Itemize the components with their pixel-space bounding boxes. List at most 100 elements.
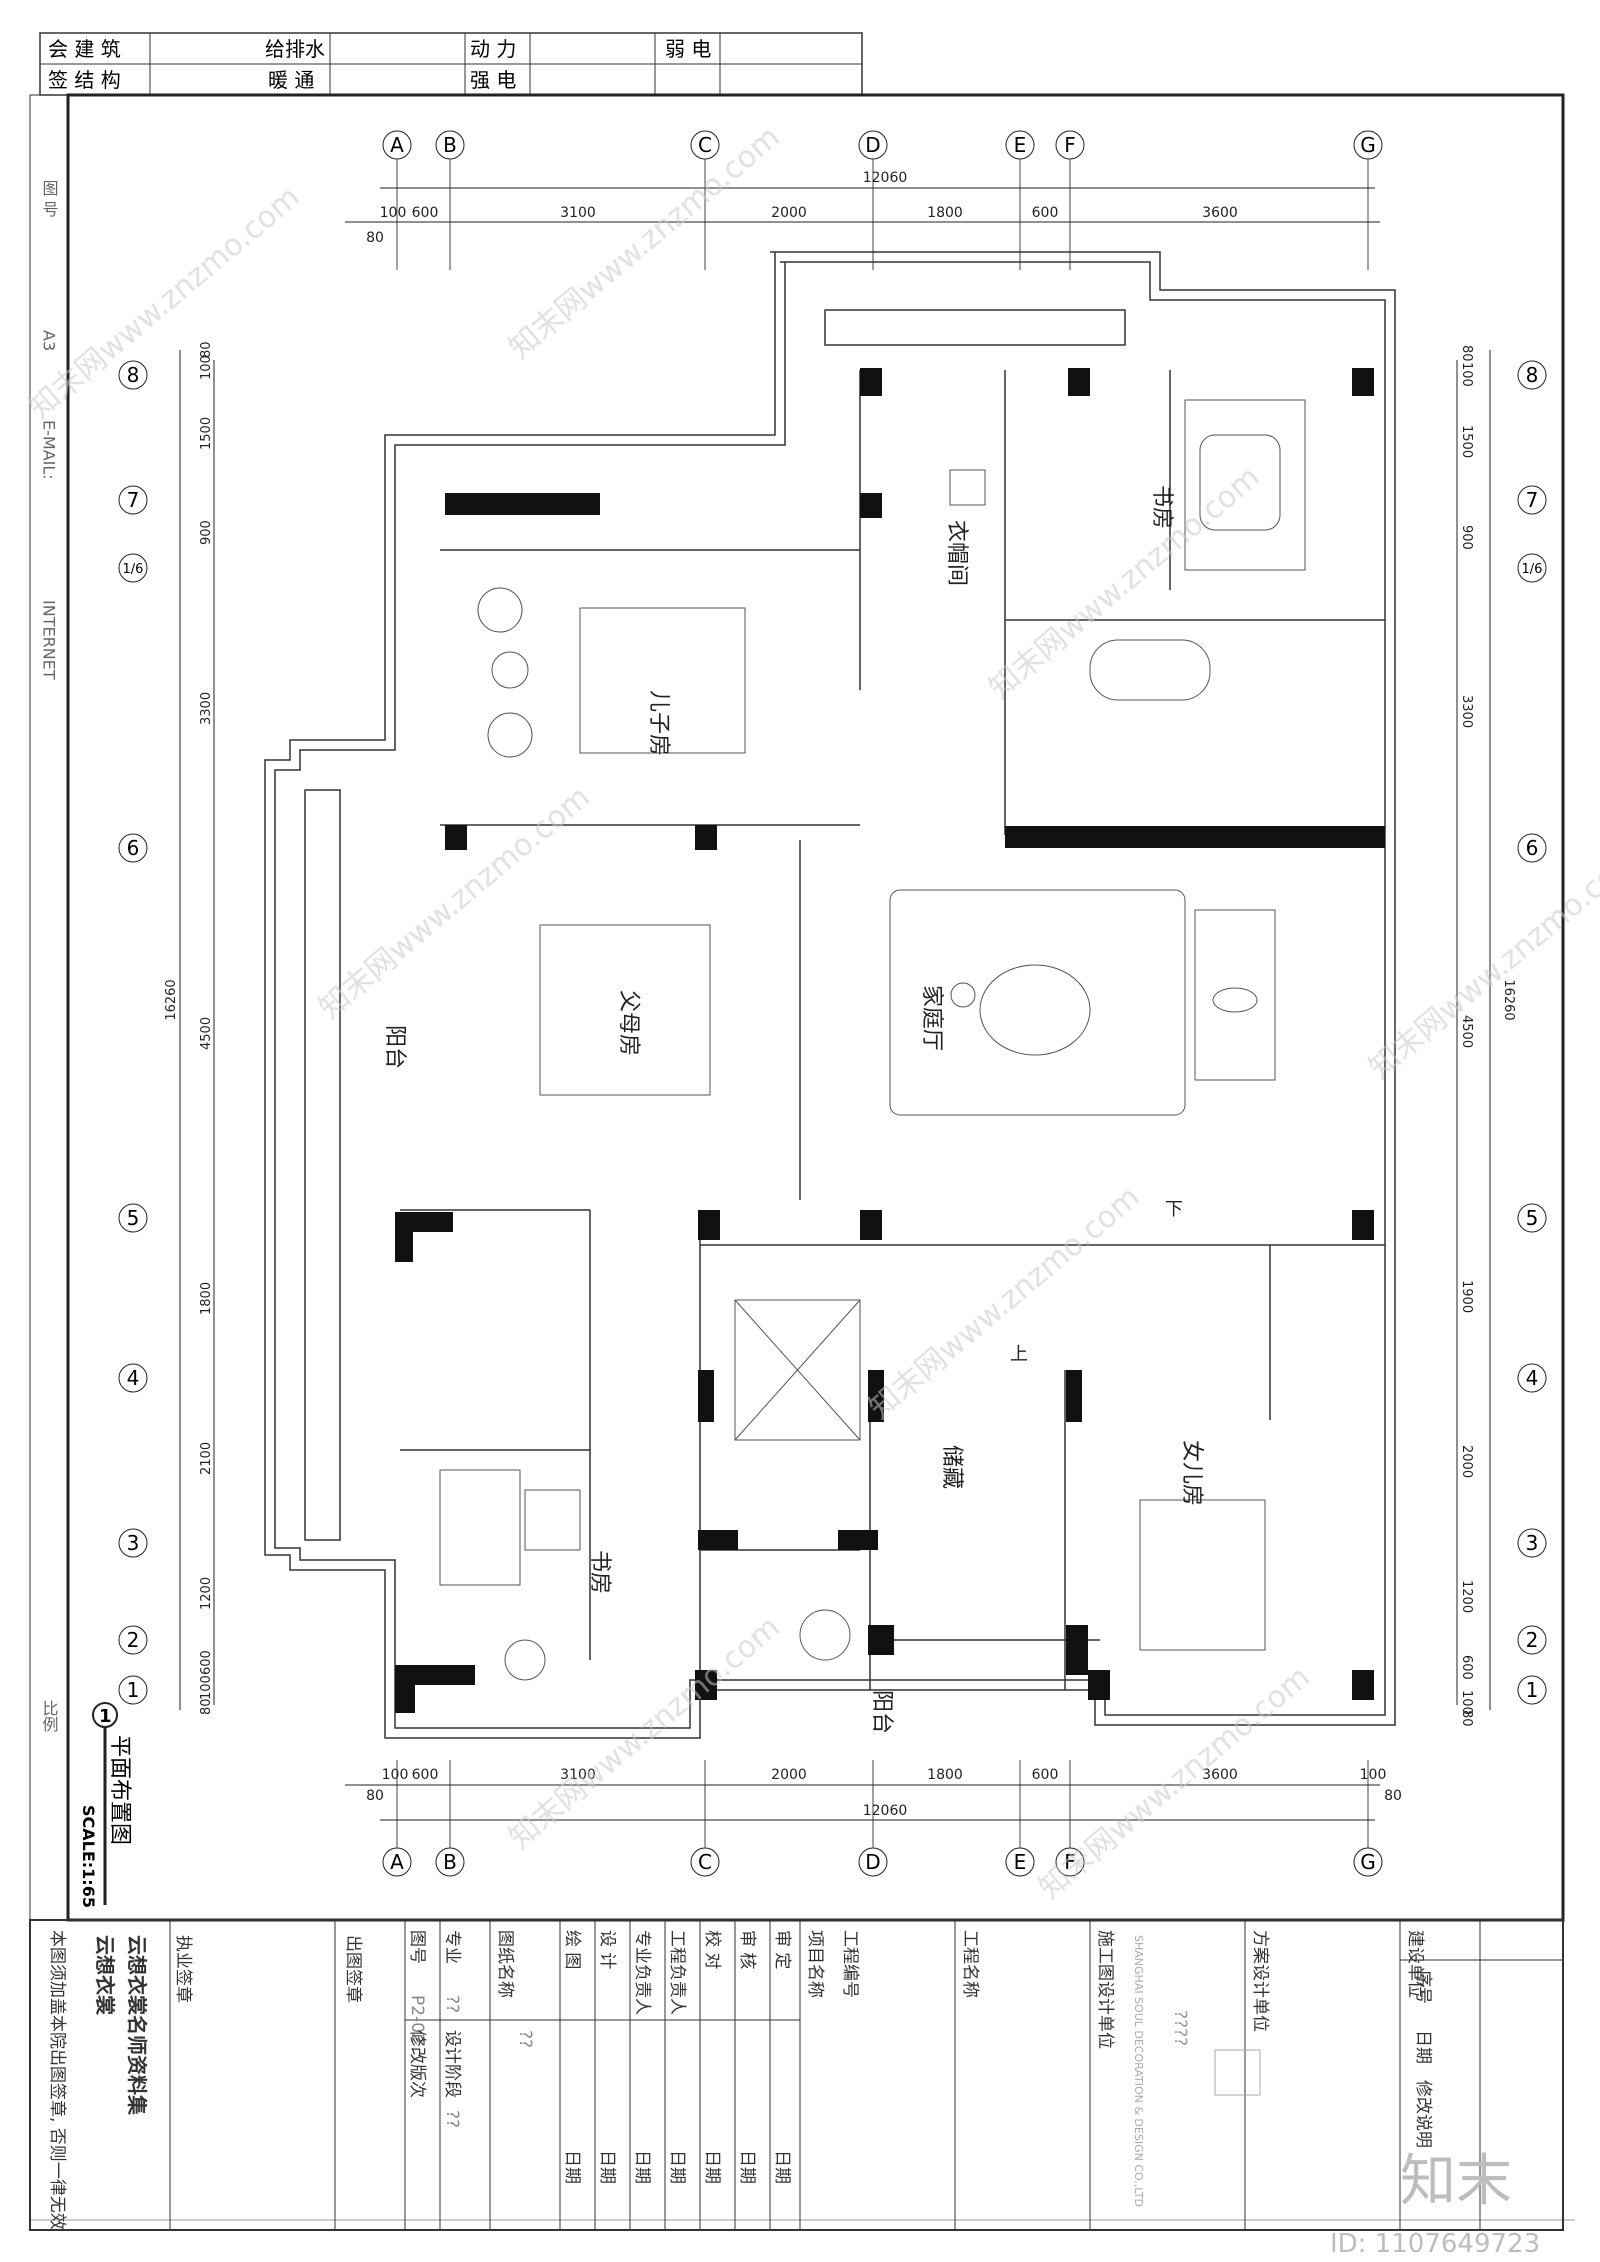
room-daughter: 女儿房	[1179, 1440, 1204, 1506]
date-3: 日期	[632, 2150, 652, 2184]
axis-bottom-F: F	[1064, 1850, 1076, 1874]
license-label: 执业签章	[173, 1935, 193, 2003]
signoff-plumbing: 给排水	[265, 37, 325, 61]
sheet-name-value: ??	[515, 2030, 535, 2048]
seq-date: 日期	[1413, 2030, 1433, 2064]
date-1: 日期	[562, 2150, 582, 2184]
dim-bot-80r: 80	[1384, 1788, 1402, 1804]
axis-bottom-E: E	[1014, 1850, 1027, 1874]
dims-left: 16260 80 100 1500 900 3300 4500 1800 210…	[164, 341, 215, 1715]
dim-right-overall: 16260	[1501, 979, 1516, 1020]
dim-left-80b: 80	[199, 1698, 214, 1715]
title-index: 1	[99, 1706, 112, 1727]
dim-bot-600: 600	[412, 1767, 439, 1783]
dim-left-80: 80	[199, 341, 214, 358]
strip-internet: INTERNET	[40, 600, 59, 680]
watermark-brand: 知末	[1400, 2149, 1512, 2214]
room-balcony-bottom: 阳台	[869, 1690, 894, 1734]
design-label: 设 计	[597, 1930, 617, 1969]
dim-right-80b: 80	[1459, 1710, 1474, 1727]
axis-bottom-D: D	[865, 1850, 880, 1874]
watermark-5: 知末网www.znzmo.com	[863, 1180, 1147, 1426]
axis-left: 8 7 1/6 6 5 4 3 2 1	[118, 360, 148, 1705]
check-label: 校 对	[702, 1930, 722, 1969]
watermark-3: 知末网www.znzmo.com	[983, 460, 1267, 706]
axis-top-C: C	[698, 133, 712, 157]
axis-left-8: 8	[127, 363, 140, 387]
room-study-bottom: 书房	[587, 1550, 612, 1594]
dim-left-1500: 1500	[199, 417, 214, 450]
axis-bottom-A: A	[390, 1850, 404, 1874]
dim-top-100: 100	[380, 205, 407, 221]
watermark-1: 知末网www.znzmo.com	[23, 180, 307, 426]
dim-right-4500: 4500	[1459, 1015, 1474, 1048]
company-en: SHANGHAI SOUL DECORATION & DESIGN CO.,LT…	[1132, 1935, 1145, 2207]
design-unit: 方案设计单位	[1250, 1930, 1270, 2032]
dim-right-100: 100	[1459, 362, 1474, 387]
signoff-struct: 签 结 构	[48, 68, 121, 92]
room-study-top: 书房	[1149, 485, 1174, 529]
strip-paper: A3	[40, 330, 59, 351]
seal-note: 本图须加盖本院出图签章, 否则一律无效	[47, 1930, 67, 2230]
room-family-hall: 家庭厅	[919, 985, 944, 1051]
signoff-arch: 会 建 筑	[48, 37, 121, 61]
watermark-4: 知末网www.znzmo.com	[313, 780, 597, 1026]
axis-right-8: 8	[1526, 363, 1539, 387]
axis-bottom-G: G	[1360, 1850, 1376, 1874]
dim-bot-3100: 3100	[560, 1767, 596, 1783]
date-2: 日期	[597, 2150, 617, 2184]
axis-right-3: 3	[1526, 1531, 1539, 1555]
date-7: 日期	[772, 2150, 792, 2184]
logo-line2: 云想衣裳名师资料集	[125, 1935, 149, 2116]
construction-unit: 施工图设计单位	[1095, 1930, 1115, 2049]
dim-right-2000: 2000	[1459, 1445, 1474, 1478]
drawing-frame	[66, 93, 1565, 1922]
drawing-no-value: P2-02	[407, 1995, 427, 2044]
axis-top-B: B	[443, 133, 457, 157]
project-label: 工程名称	[960, 1930, 980, 1998]
seal-box	[1214, 2049, 1261, 2096]
title-block	[29, 1919, 1564, 2231]
axis-leads	[396, 159, 1369, 1848]
axis-top-G: G	[1360, 133, 1376, 157]
phase-value: ??	[442, 2110, 462, 2128]
axis-top-D: D	[865, 133, 880, 157]
dims-top: 12060 100 600 3100 2000 1800 600 3600 80	[345, 170, 1380, 246]
dim-bot-100: 100	[382, 1767, 409, 1783]
review-label: 审 核	[737, 1930, 757, 1969]
signoff-weak: 弱 电	[665, 37, 711, 61]
dims-bottom: 100 600 3100 2000 1800 600 3600 100 80 8…	[345, 1767, 1402, 1821]
approve-label: 审 定	[772, 1930, 792, 1969]
dim-bot-1800: 1800	[927, 1767, 963, 1783]
axis-right-1: 1	[1526, 1678, 1539, 1702]
structural-columns	[395, 368, 1385, 1713]
dim-bot-80: 80	[366, 1788, 384, 1804]
axis-bottom-B: B	[443, 1850, 457, 1874]
dim-right-600: 600	[1459, 1655, 1474, 1680]
dim-top-80: 80	[366, 230, 384, 246]
dim-left-4500: 4500	[199, 1017, 214, 1050]
date-4: 日期	[667, 2150, 687, 2184]
drawing-title-group: 1 平面布置图 SCALE:1:65	[79, 1702, 132, 1908]
revision-label: 修改版次	[407, 2030, 427, 2098]
sheet-name-label: 图纸名称	[495, 1930, 515, 1998]
dim-left-2100: 2100	[199, 1442, 214, 1475]
dim-right-3300: 3300	[1459, 695, 1474, 728]
axis-left-5: 5	[127, 1206, 140, 1230]
signoff-hvac: 暖 通	[268, 68, 314, 92]
dim-top-overall: 12060	[863, 170, 908, 186]
axis-right-6: 6	[1526, 836, 1539, 860]
dim-top-3100: 3100	[560, 205, 596, 221]
dim-top-600: 600	[412, 205, 439, 221]
axis-top: A B C D E F G	[382, 130, 1383, 160]
dim-left-3300: 3300	[199, 692, 214, 725]
phase-label: 设计阶段	[442, 2030, 462, 2098]
watermark-id: ID: 1107649723	[1330, 2229, 1540, 2259]
axis-left-1: 1	[127, 1678, 140, 1702]
dim-top-600b: 600	[1032, 205, 1059, 221]
dim-right-900: 900	[1459, 525, 1474, 550]
dim-top-3600: 3600	[1202, 205, 1238, 221]
dim-bot-2000: 2000	[771, 1767, 807, 1783]
draw-label: 绘 图	[562, 1930, 582, 1969]
